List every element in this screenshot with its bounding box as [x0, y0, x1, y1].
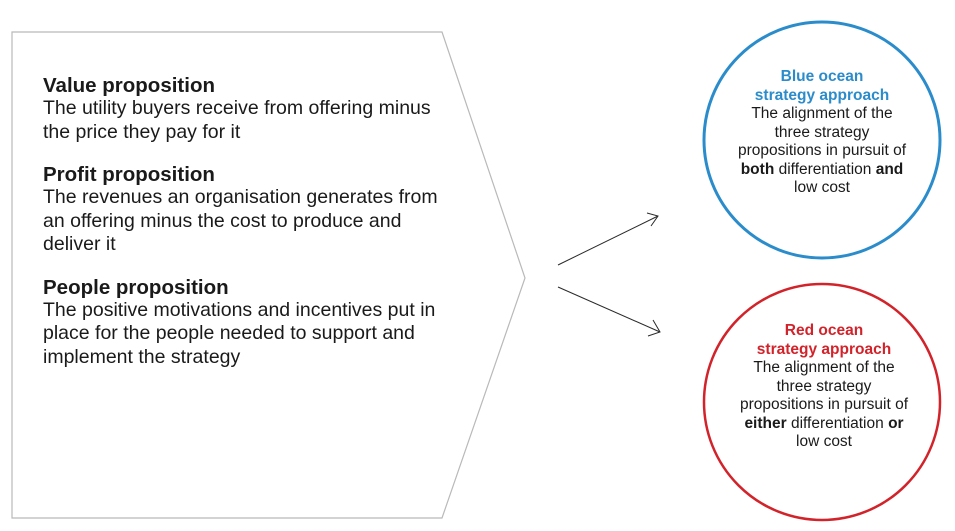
blue-ocean-title-line2: strategy approach [754, 86, 890, 104]
blue-ocean-keyword-and: and [875, 160, 904, 178]
red-ocean-keyword-either: either [744, 414, 787, 432]
blue-ocean-middle-text: differentiation [774, 160, 876, 178]
red-ocean-body-line2: three strategy [776, 377, 872, 395]
red-ocean-body-line1: The alignment of the [753, 359, 895, 376]
blue-ocean-body-line1: The alignment of the [751, 105, 893, 122]
red-ocean-body-line4: either differentiation or [706, 415, 942, 434]
red-ocean-middle-text: differentiation [786, 414, 889, 432]
blue-ocean-body-line5: low cost [794, 179, 850, 196]
people-proposition-description: The positive motivations and incentives … [43, 298, 436, 368]
red-ocean-circle [702, 282, 942, 522]
blue-ocean-circle [702, 20, 942, 260]
profit-proposition: Profit proposition The revenues an organ… [43, 163, 443, 257]
blue-ocean-text: Blue ocean strategy approach The alignme… [704, 68, 940, 198]
red-ocean-body-line3: propositions in pursuit of [739, 396, 908, 413]
profit-proposition-description: The revenues an organisation generates f… [43, 186, 438, 255]
propositions-chevron-shape [11, 31, 526, 519]
people-proposition-title: People proposition [43, 275, 229, 299]
people-proposition: People proposition The positive motivati… [43, 276, 443, 370]
value-proposition: Value proposition The utility buyers rec… [43, 74, 443, 144]
red-ocean-title-line2: strategy approach [756, 340, 892, 358]
value-proposition-title: Value proposition [43, 74, 215, 97]
red-ocean-text: Red ocean strategy approach The alignmen… [706, 322, 942, 452]
propositions-list: Value proposition The utility buyers rec… [43, 74, 443, 388]
blue-ocean-title-line1: Blue ocean [780, 68, 864, 85]
arrow-to-red-ocean [557, 286, 661, 333]
blue-ocean-body-line2: three strategy [774, 123, 870, 141]
value-proposition-description: The utility buyers receive from offering… [43, 97, 431, 143]
red-ocean-keyword-or: or [888, 414, 904, 432]
profit-proposition-title: Profit proposition [43, 163, 215, 186]
arrowhead-red [647, 319, 661, 337]
red-ocean-body-line5: low cost [796, 433, 852, 450]
blue-ocean-body-line4: both differentiation and [704, 161, 940, 180]
red-ocean-title-line1: Red ocean [784, 322, 864, 339]
arrow-to-blue-ocean [557, 215, 659, 266]
blue-ocean-body-line3: propositions in pursuit of [737, 142, 906, 159]
arrowhead-blue [646, 212, 659, 227]
blue-ocean-keyword-both: both [740, 160, 775, 178]
